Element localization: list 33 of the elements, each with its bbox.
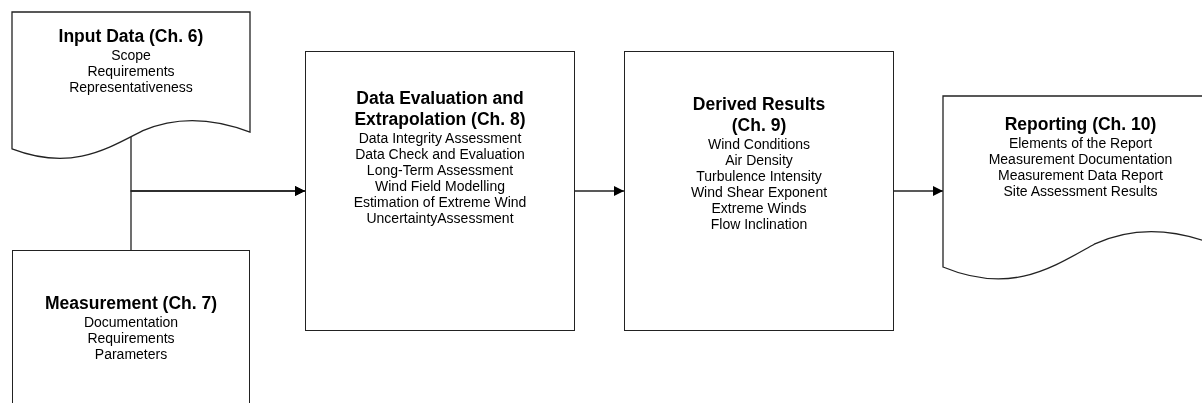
list-item: Data Check and Evaluation xyxy=(355,146,525,162)
list-item: Wind Conditions xyxy=(708,136,810,152)
process-box xyxy=(305,51,575,331)
list-item: Requirements xyxy=(87,330,175,346)
list-item: Scope xyxy=(111,47,151,63)
list-item: Turbulence Intensity xyxy=(696,168,822,184)
arrow xyxy=(893,186,944,196)
list-item: Data Integrity Assessment xyxy=(358,130,522,146)
list-item: Long-Term Assessment xyxy=(366,162,514,178)
list-item: Wind Shear Exponent xyxy=(690,184,828,200)
box-heading: Measurement (Ch. 7) xyxy=(44,293,218,314)
box-heading: Derived Results (Ch. 9) xyxy=(691,94,827,136)
list-item: Documentation xyxy=(83,314,179,330)
list-item: Air Density xyxy=(725,152,793,168)
list-item: Representativeness xyxy=(69,79,193,95)
list-item: Estimation of Extreme Wind xyxy=(353,194,527,210)
list-item: UncertaintyAssessment xyxy=(366,210,514,226)
box-heading: Reporting (Ch. 10) xyxy=(1004,114,1157,135)
process-box xyxy=(12,250,250,403)
list-item: Extreme Winds xyxy=(711,200,807,216)
list-item: Measurement Documentation xyxy=(988,151,1173,167)
arrow xyxy=(130,186,306,251)
list-item: Site Assessment Results xyxy=(1003,183,1158,199)
process-box xyxy=(624,51,894,331)
box-heading: Data Evaluation and Extrapolation (Ch. 8) xyxy=(353,88,527,130)
list-item: Requirements xyxy=(87,63,175,79)
list-item: Parameters xyxy=(94,346,168,362)
list-item: Measurement Data Report xyxy=(998,167,1163,183)
box-heading: Input Data (Ch. 6) xyxy=(58,26,204,47)
list-item: Wind Field Modelling xyxy=(375,178,505,194)
list-item: Elements of the Report xyxy=(1008,135,1153,151)
arrow xyxy=(574,186,625,196)
list-item: Flow Inclination xyxy=(710,216,808,232)
